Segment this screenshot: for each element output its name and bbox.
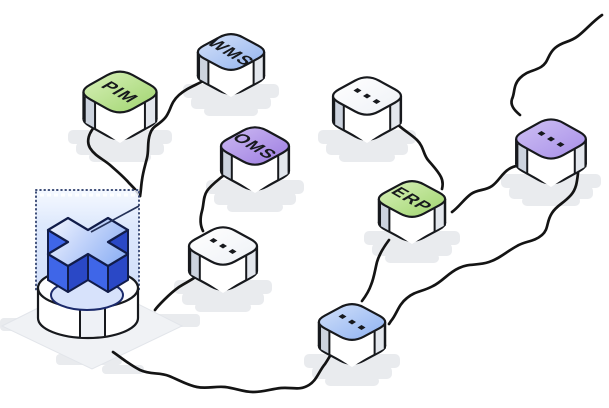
node-oms: OMS — [219, 126, 291, 193]
node-dots-icon — [537, 131, 546, 136]
node-shadow — [183, 84, 279, 116]
edge-oms-service3 — [199, 173, 226, 233]
edge-erp-service2 — [450, 161, 527, 214]
edge-hub-service4 — [111, 349, 335, 394]
node-wms: WMS — [196, 33, 266, 97]
connector-layer — [86, 13, 604, 394]
node-service-1 — [331, 76, 403, 143]
node-side-segment — [190, 250, 200, 280]
node-erp: ERP — [377, 180, 447, 244]
node-dots-icon — [556, 142, 565, 147]
node-top-face — [377, 180, 447, 218]
node-side-segment — [434, 203, 445, 231]
node-side-segment — [517, 144, 528, 173]
node-side-segment — [222, 150, 232, 180]
node-side-segment — [320, 326, 330, 354]
hub-illustration — [35, 189, 140, 340]
node-dots-icon — [348, 319, 356, 325]
node-layer: WMS PIM OMS ERP — [82, 33, 587, 367]
node-side-segment — [380, 203, 390, 231]
node-side-segment — [84, 97, 96, 129]
node-dots-icon — [372, 99, 381, 104]
node-dots-icon — [338, 314, 347, 319]
node-top-face — [196, 33, 266, 71]
node-side-segment — [278, 150, 289, 180]
edge-wms-hub — [138, 78, 207, 198]
node-dots-icon — [228, 249, 237, 254]
cylinder-segment — [80, 306, 105, 337]
node-side-segment — [334, 100, 344, 130]
node-service-3 — [187, 226, 259, 293]
node-side-segment — [574, 143, 586, 173]
node-service-2 — [515, 118, 587, 187]
edge-pim-hub — [86, 124, 142, 198]
edge-erp-service4 — [360, 238, 391, 303]
cross-top-face — [46, 216, 130, 268]
node-dots-icon — [209, 238, 218, 243]
node-side-segment — [374, 326, 385, 354]
edge-service3-hub — [153, 274, 199, 312]
node-side-segment — [199, 56, 209, 84]
node-side-segment — [144, 96, 157, 129]
node-top-face — [82, 70, 158, 114]
node-pim: PIM — [82, 70, 158, 143]
node-dots-icon — [357, 325, 366, 330]
edge-service1-erp — [394, 121, 445, 191]
edge-offscreen-service2 — [510, 13, 604, 117]
node-dots-icon — [363, 93, 371, 99]
node-dots-icon — [219, 243, 227, 249]
hub-cross-icon — [46, 216, 130, 293]
node-service-4 — [317, 303, 387, 367]
edge-service2-service4 — [387, 164, 581, 326]
node-side-segment — [246, 250, 257, 280]
node-dots-icon — [353, 88, 362, 93]
node-side-segment — [390, 100, 401, 130]
node-side-segment — [253, 56, 264, 84]
node-shadow — [304, 354, 400, 386]
node-top-face — [219, 126, 291, 166]
hub-callout-line — [90, 205, 140, 233]
node-dots-icon — [547, 136, 555, 142]
